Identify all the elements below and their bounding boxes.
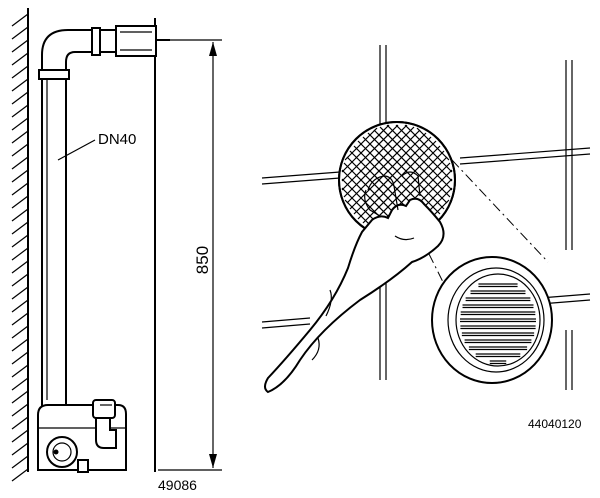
height-dimension <box>158 39 222 471</box>
wall <box>11 8 29 482</box>
height-dimension-label: 850 <box>193 246 212 274</box>
horizontal-pipe <box>99 25 170 57</box>
right-maintenance-illustration: 44040120 <box>261 45 591 431</box>
pipe-elbow <box>41 29 96 73</box>
pipe-diameter-label: DN40 <box>98 131 136 148</box>
pipe-coupling-upper <box>91 27 101 56</box>
pipe-label-leader <box>57 139 96 161</box>
right-figure-number: 44040120 <box>528 417 582 431</box>
left-figure-number: 49086 <box>158 477 197 493</box>
pipe-coupling-lower <box>38 69 70 80</box>
ventilation-grille <box>431 256 553 384</box>
projection-lines <box>419 159 549 301</box>
left-installation-diagram: DN40 850 49086 <box>11 8 222 493</box>
vertical-pipe <box>41 71 67 408</box>
hand-and-arm <box>264 171 445 394</box>
lifting-unit <box>37 399 127 473</box>
